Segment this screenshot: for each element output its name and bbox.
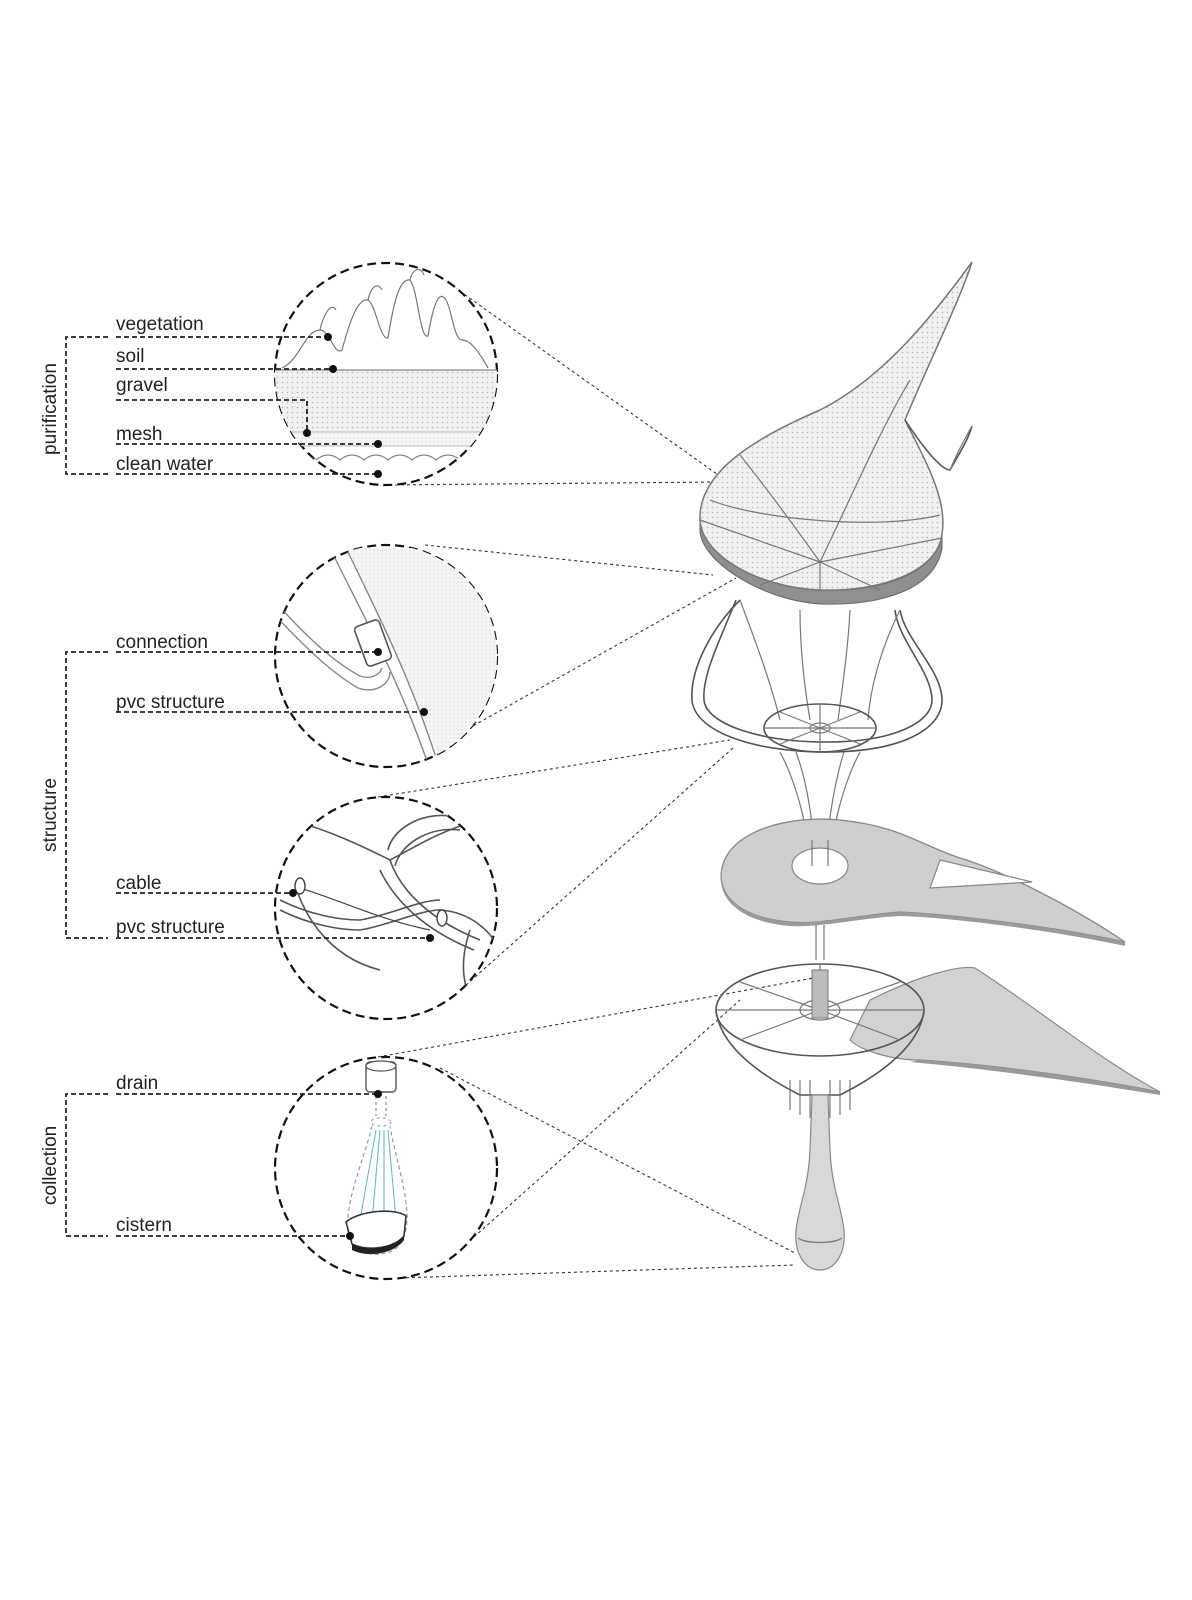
label-gravel: gravel <box>116 375 168 396</box>
collection-funnel <box>715 963 1161 1118</box>
label-drain: drain <box>116 1073 158 1094</box>
detail-circle-4-border <box>273 1055 499 1281</box>
projection-lines <box>377 276 820 1279</box>
leader-lines <box>65 333 434 1240</box>
detail-circle-cable <box>273 795 499 1021</box>
label-vegetation: vegetation <box>116 314 204 335</box>
leaf-canopy <box>699 261 973 605</box>
label-cistern: cistern <box>116 1215 172 1236</box>
label-pvc-structure-bottom: pvc structure <box>116 917 225 938</box>
group-title-structure: structure <box>40 778 61 852</box>
cistern-drop <box>795 1094 845 1271</box>
label-pvc-structure-top: pvc structure <box>116 692 225 713</box>
detail-circle-collection <box>273 1055 499 1281</box>
label-mesh: mesh <box>116 424 162 445</box>
group-title-collection: collection <box>40 1126 61 1205</box>
label-soil: soil <box>116 346 145 367</box>
group-title-purification: purification <box>40 363 61 455</box>
detail-circle-3-border <box>273 795 499 1021</box>
label-clean-water: clean water <box>116 454 214 475</box>
exploded-model <box>691 261 1161 1271</box>
detail-circle-purification <box>273 261 499 487</box>
label-connection: connection <box>116 632 208 653</box>
labels: purification structure collection vegeta… <box>40 314 225 1236</box>
detail-circle-connection <box>273 543 499 769</box>
label-cable: cable <box>116 873 161 894</box>
leaf-plate <box>720 818 1126 960</box>
